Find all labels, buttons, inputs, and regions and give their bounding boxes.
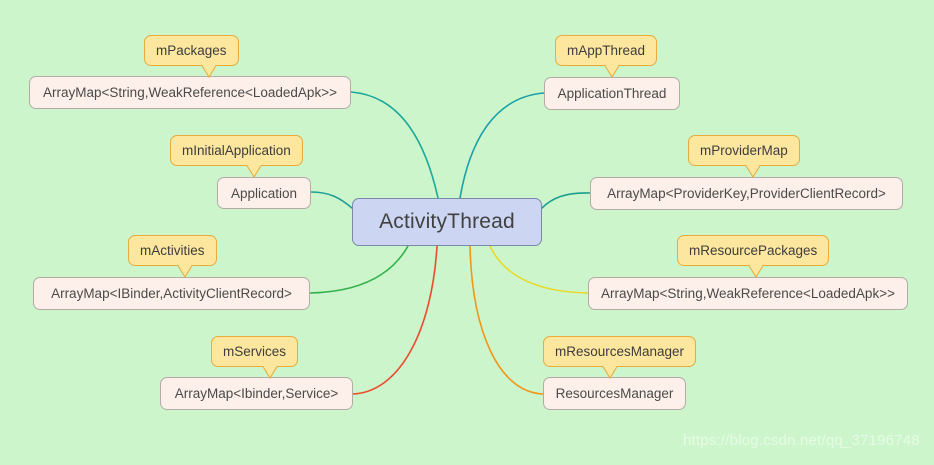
callout-label: mAppThread	[567, 43, 646, 58]
callout-pointer-fill-icon	[748, 263, 764, 276]
leaf-node-label: ArrayMap<Ibinder,Service>	[174, 386, 339, 401]
leaf-node-label: ArrayMap<String,WeakReference<LoadedApk>…	[43, 85, 337, 100]
leaf-node-label: ArrayMap<ProviderKey,ProviderClientRecor…	[607, 186, 886, 201]
callout-pointer-fill-icon	[246, 163, 262, 176]
callout-pointer-fill-icon	[262, 364, 278, 377]
edge-m-provider-map	[541, 192, 591, 209]
callout-pointer-fill-icon	[745, 163, 761, 176]
leaf-node-m-app-thread[interactable]: ApplicationThread	[544, 77, 680, 110]
callout-label: mProviderMap	[700, 143, 788, 158]
edge-m-activities	[309, 245, 409, 294]
callout-label: mServices	[223, 344, 287, 359]
callout-label: mResourcesManager	[555, 344, 685, 359]
callout-m-resources-manager[interactable]: mResourcesManager	[543, 336, 697, 379]
callout-label: mPackages	[156, 43, 227, 58]
leaf-node-m-provider-map[interactable]: ArrayMap<ProviderKey,ProviderClientRecor…	[590, 177, 903, 210]
edge-m-resources-manager	[469, 245, 544, 395]
leaf-node-m-resource-packages[interactable]: ArrayMap<String,WeakReference<LoadedApk>…	[588, 277, 908, 310]
callout-label: mInitialApplication	[182, 143, 291, 158]
edge-m-resource-packages	[489, 245, 589, 294]
callout-m-services[interactable]: mServices	[211, 336, 299, 379]
edge-m-initial-application	[310, 191, 353, 209]
leaf-node-m-services[interactable]: ArrayMap<Ibinder,Service>	[160, 377, 353, 410]
leaf-node-label: ArrayMap<String,WeakReference<LoadedApk>…	[601, 286, 895, 301]
callout-pointer-fill-icon	[201, 63, 217, 76]
callout-pointer-fill-icon	[602, 364, 618, 377]
leaf-node-m-initial-application[interactable]: Application	[217, 177, 311, 209]
callout-m-initial-application[interactable]: mInitialApplication	[170, 135, 303, 178]
watermark: https://blog.csdn.net/qq_37196748	[683, 432, 920, 449]
edge-m-packages	[350, 91, 439, 199]
callout-m-packages[interactable]: mPackages	[144, 35, 239, 78]
callout-pointer-fill-icon	[604, 63, 620, 76]
callout-m-activities[interactable]: mActivities	[128, 235, 217, 278]
callout-m-provider-map[interactable]: mProviderMap	[688, 135, 800, 178]
leaf-node-label: ResourcesManager	[555, 386, 674, 401]
edge-m-app-thread	[459, 92, 545, 199]
leaf-node-label: ApplicationThread	[557, 86, 667, 101]
callout-m-resource-packages[interactable]: mResourcePackages	[677, 235, 830, 278]
leaf-node-label: ArrayMap<IBinder,ActivityClientRecord>	[51, 286, 292, 301]
leaf-node-m-resources-manager[interactable]: ResourcesManager	[543, 377, 686, 410]
callout-pointer-fill-icon	[177, 263, 193, 276]
callout-m-app-thread[interactable]: mAppThread	[555, 35, 658, 78]
edge-m-services	[352, 245, 438, 395]
leaf-node-m-packages[interactable]: ArrayMap<String,WeakReference<LoadedApk>…	[29, 76, 351, 109]
callout-label: mActivities	[140, 243, 205, 258]
leaf-node-label: Application	[230, 185, 298, 201]
callout-label: mResourcePackages	[689, 243, 818, 258]
leaf-node-m-activities[interactable]: ArrayMap<IBinder,ActivityClientRecord>	[33, 277, 310, 310]
root-node-activitythread[interactable]: ActivityThread	[352, 198, 542, 246]
root-node-label: ActivityThread	[379, 210, 515, 233]
